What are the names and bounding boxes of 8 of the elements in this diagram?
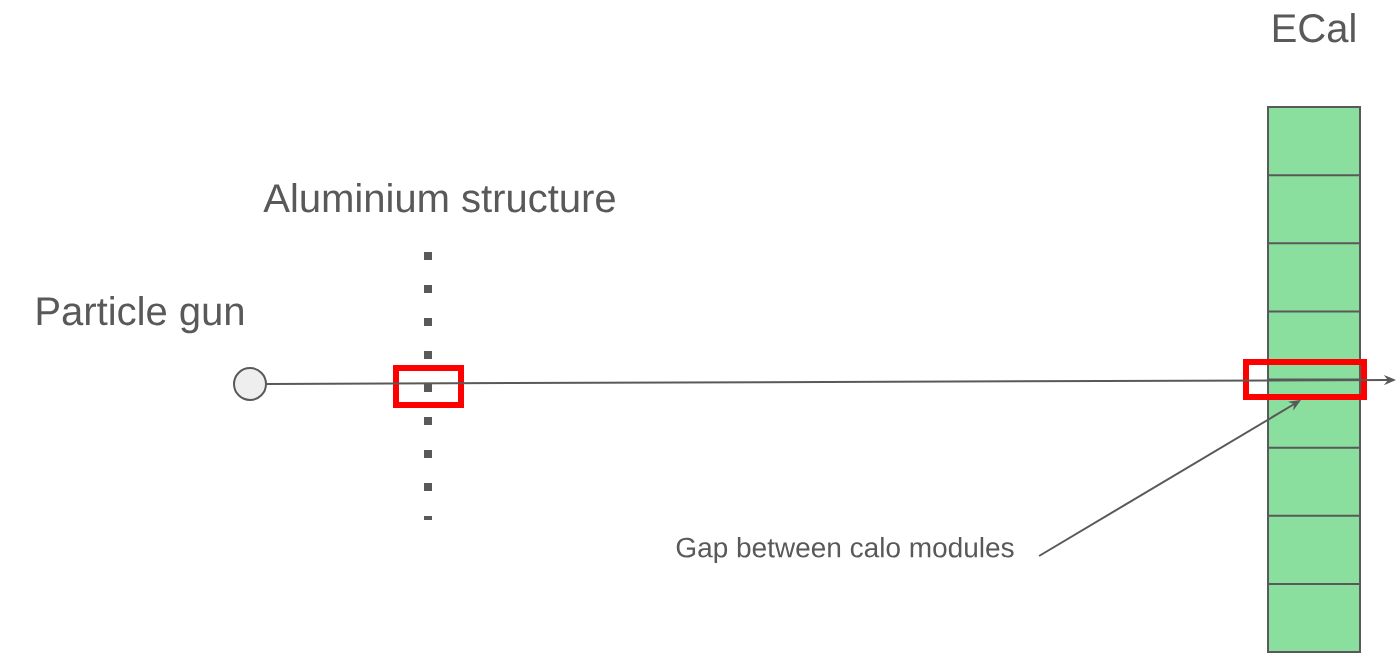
source-circle: [233, 367, 267, 401]
highlight-box: [1243, 359, 1367, 400]
structure-label: Aluminium structure: [263, 183, 615, 213]
column-heading: ECal: [1273, 13, 1355, 43]
node-caption: Particle gun: [37, 296, 243, 334]
highlight-box: [393, 365, 464, 408]
annotation-text: Gap between calo modules: [676, 536, 1014, 564]
calorimeter-column: [1267, 106, 1361, 653]
